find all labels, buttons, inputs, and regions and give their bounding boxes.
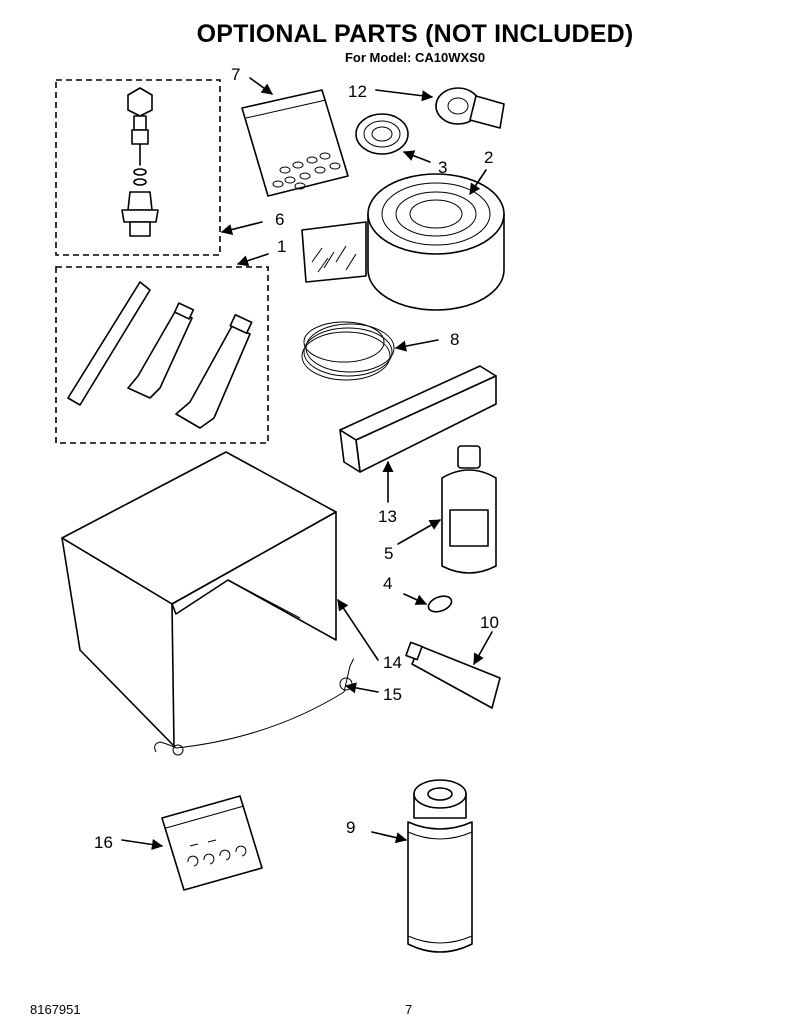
callout-16: 16 <box>94 833 113 852</box>
part-8-wire-coil <box>301 321 439 381</box>
part-2-insulation-roll <box>301 169 505 311</box>
part-15-cord <box>154 658 379 756</box>
part-13-foam-block <box>339 365 497 503</box>
part-12-tape-roll <box>375 87 505 129</box>
part-14-cover <box>61 451 379 747</box>
callout-7: 7 <box>231 65 240 84</box>
callout-12: 12 <box>348 82 367 101</box>
part-3-foam-tape <box>355 113 431 163</box>
callout-8: 8 <box>450 330 459 349</box>
callout-6: 6 <box>275 210 284 229</box>
callout-13: 13 <box>378 507 397 526</box>
model-subtitle: For Model: CA10WXS0 <box>344 50 486 65</box>
callout-14: 14 <box>383 653 402 672</box>
callout-5: 5 <box>384 544 393 563</box>
page-number: 7 <box>405 1002 413 1017</box>
document-number: 8167951 <box>30 1002 81 1017</box>
part-5-bottle <box>397 445 497 574</box>
part-1-sealant-kit <box>55 253 269 444</box>
callout-15: 15 <box>383 685 402 704</box>
callout-4: 4 <box>383 574 392 593</box>
part-9-aerosol-can <box>371 779 473 953</box>
part-16-hook-bag <box>121 795 263 891</box>
part-7-screw-bag <box>241 77 349 197</box>
callout-1: 1 <box>277 237 286 256</box>
part-6-valve-kit <box>55 79 263 256</box>
callout-10: 10 <box>480 613 499 632</box>
page-title: OPTIONAL PARTS (NOT INCLUDED) <box>196 20 634 48</box>
callout-3: 3 <box>438 158 447 177</box>
part-10-grease-tube <box>405 631 501 709</box>
callout-9: 9 <box>346 818 355 837</box>
callout-2: 2 <box>484 148 493 167</box>
part-4-plug <box>403 593 453 613</box>
